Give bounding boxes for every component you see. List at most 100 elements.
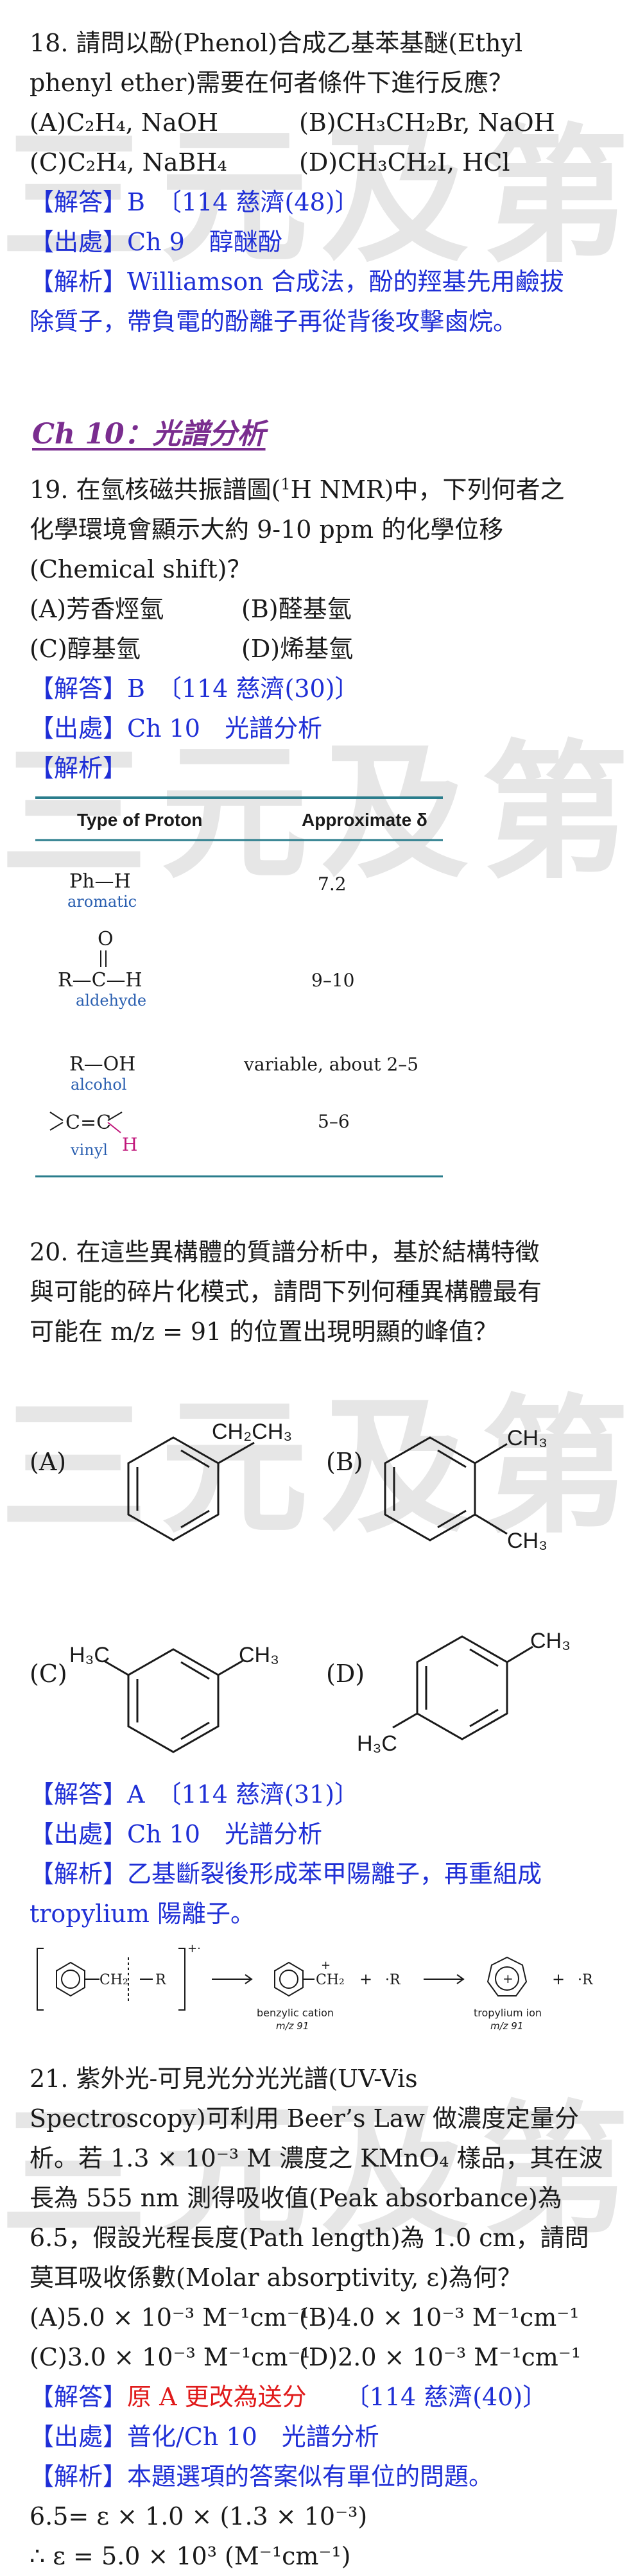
option-c: (C)醇基氫 xyxy=(30,635,141,663)
vinyl-bond xyxy=(49,1122,64,1131)
answer-change-note: 原 A 更改為送分 xyxy=(127,2383,307,2411)
o-xylene-structure xyxy=(384,1436,508,1541)
question-18: 18. 請問以酚(Phenol)合成乙基苯基醚(Ethyl phenyl eth… xyxy=(30,23,607,341)
r-group: R xyxy=(155,1972,167,1988)
vinyl-bond xyxy=(107,1112,123,1121)
option-d: (D)烯基氫 xyxy=(241,635,354,663)
row-value: 5–6 xyxy=(318,1111,350,1132)
option-b: (B)4.0 × 10⁻³ M⁻¹cm⁻¹ xyxy=(299,2303,580,2331)
options-row: (C)C₂H₄, NaBH₄(D)CH₃CH₂I, HCl xyxy=(30,142,607,182)
option-a-label: (A) xyxy=(30,1448,67,1476)
vinyl-bond xyxy=(107,1122,121,1133)
options-row: (A)5.0 × 10⁻³ M⁻¹cm⁻¹(B)4.0 × 10⁻³ M⁻¹cm… xyxy=(30,2297,607,2337)
explanation: 【解析】Williamson 合成法，酚的羥基先用鹼拔 xyxy=(30,268,564,296)
isomer-structures: CH₂CH₃ CH₃ CH₃ H₃C CH₃ CH₃ H₃C xyxy=(69,1420,571,1756)
row-name: aldehyde xyxy=(76,992,146,1009)
option-d-label: (D) xyxy=(326,1660,365,1688)
methyl-substituent: CH₃ xyxy=(530,1629,571,1653)
watermark: 三元及第 xyxy=(0,2088,629,2260)
p-xylene-structure xyxy=(392,1635,533,1740)
option-c-label: (C) xyxy=(30,1660,67,1688)
option-b: (B)醛基氫 xyxy=(241,595,352,623)
methyl-substituent: H₃C xyxy=(357,1731,397,1756)
radical-r: ·R xyxy=(385,1972,401,1988)
plus-sign: + xyxy=(552,1970,565,1988)
source: 【出處】普化/Ch 10 光譜分析 xyxy=(30,2423,379,2451)
answer: 【解答】B 〔114 慈濟(48)〕 xyxy=(30,188,359,216)
methyl-substituent: CH₃ xyxy=(507,1426,547,1450)
row-value: 7.2 xyxy=(318,873,347,895)
nmr-shift-table: Type of Proton Approximate δ Ph—H aromat… xyxy=(35,796,443,1178)
question-text: (Chemical shift)？ xyxy=(30,555,252,583)
row-formula: R—C—H xyxy=(58,969,142,992)
row-formula: Ph—H xyxy=(69,870,131,893)
question-text: 長為 555 nm 測得吸收值(Peak absorbance)為 xyxy=(30,2184,562,2212)
question-text: 可能在 m/z = 91 的位置出現明顯的峰值？ xyxy=(30,1318,498,1346)
question-text: 20. 在這些異構體的質譜分析中，基於結構特徵 xyxy=(30,1238,540,1266)
row-formula: C=C xyxy=(65,1112,111,1134)
row-value: 9–10 xyxy=(311,970,354,991)
vinyl-hydrogen: H xyxy=(122,1134,137,1155)
question-text: 析。若 1.3 × 10⁻³ M 濃度之 KMnO₄ 樣品，其在波 xyxy=(30,2144,603,2172)
options-row: (C)醇基氫 (D)烯基氫 xyxy=(30,629,607,669)
option-c: (C)3.0 × 10⁻³ M⁻¹cm⁻¹ xyxy=(30,2343,311,2371)
ethyl-substituent: CH₂CH₃ xyxy=(212,1420,292,1444)
chapter-heading: Ch 10：光譜分析 xyxy=(32,418,266,451)
option-b-label: (B) xyxy=(326,1448,363,1476)
radical-cation-sign: +· xyxy=(187,1942,201,1955)
row-name: vinyl xyxy=(70,1141,108,1159)
explanation: 【解析】本題選項的答案似有單位的問題。 xyxy=(30,2462,494,2491)
option-d: (D)2.0 × 10⁻³ M⁻¹cm⁻¹ xyxy=(299,2343,582,2371)
answer: 【解答】A 〔114 慈濟(31)〕 xyxy=(30,1780,359,1808)
question-text: 18. 請問以酚(Phenol)合成乙基苯基醚(Ethyl xyxy=(30,29,523,57)
row-value: variable, about 2–5 xyxy=(243,1054,418,1075)
m-xylene-structure xyxy=(103,1648,243,1753)
watermark: 三元及第 xyxy=(0,112,629,283)
source: 【出處】Ch 9 醇醚酚 xyxy=(30,228,282,256)
table-header-delta: Approximate δ xyxy=(302,810,427,830)
question-text: 化學環境會顯示大約 9-10 ppm 的化學位移 xyxy=(30,515,504,544)
tropylium-mz: m/z 91 xyxy=(490,2020,523,2032)
question-20: 20. 在這些異構體的質譜分析中，基於結構特徵 與可能的碎片化模式，請問下列何種… xyxy=(30,1232,607,1352)
source: 【出處】Ch 10 光譜分析 xyxy=(30,1820,322,1848)
answer: 【解答】B 〔114 慈濟(30)〕 xyxy=(30,674,359,703)
methyl-substituent: CH₃ xyxy=(239,1643,279,1667)
plus-sign: + xyxy=(359,1970,372,1988)
watermark: 三元及第 xyxy=(0,728,629,899)
benzylic-mz: m/z 91 xyxy=(276,2020,309,2032)
options-row: (C)3.0 × 10⁻³ M⁻¹cm⁻¹(D)2.0 × 10⁻³ M⁻¹cm… xyxy=(30,2337,607,2377)
benzylic-label: benzylic cation xyxy=(257,2007,334,2019)
carbonyl-oxygen: O xyxy=(98,928,114,950)
ethylbenzene-structure xyxy=(127,1436,255,1541)
question-text: 莫耳吸收係數(Molar absorptivity, ε)為何？ xyxy=(30,2263,522,2292)
option-a: (A)C₂H₄, NaOH xyxy=(30,108,219,137)
watermark: 三元及第 xyxy=(0,1382,629,1554)
ch2-group: CH₂ xyxy=(316,1972,345,1988)
question-19: 19. 在氫核磁共振譜圖(1H NMR)中，下列何者之 化學環境會顯示大約 9-… xyxy=(30,470,607,788)
radical-r: ·R xyxy=(578,1972,594,1988)
methyl-substituent: H₃C xyxy=(69,1643,110,1667)
option-a: (A)5.0 × 10⁻³ M⁻¹cm⁻¹ xyxy=(30,2303,310,2331)
options-row: (A)芳香烴氫(B)醛基氫 xyxy=(30,589,607,629)
explanation: 【解析】乙基斷裂後形成苯甲陽離子，再重組成 xyxy=(30,1860,542,1888)
row-name: aromatic xyxy=(67,893,137,911)
calculation-line: 6.5= ε × 1.0 × (1.3 × 10⁻³) xyxy=(30,2502,368,2530)
option-b: (B)CH₃CH₂Br, NaOH xyxy=(299,108,555,137)
vinyl-bond xyxy=(49,1112,64,1121)
explanation: tropylium 陽離子。 xyxy=(30,1900,255,1928)
ch2-group: CH₂ xyxy=(99,1972,128,1988)
question-text: 6.5，假設光程長度(Path length)為 1.0 cm，請問 xyxy=(30,2224,589,2252)
fragmentation-scheme: CH₂ R +· CH₂ + + ·R + + ·R benzylic cati… xyxy=(37,1942,594,2032)
row-formula: R—OH xyxy=(69,1053,135,1076)
tropylium-label: tropylium ion xyxy=(474,2007,542,2019)
question-text: 與可能的碎片化模式，請問下列何種異構體最有 xyxy=(30,1278,542,1306)
question-20-answer: 【解答】A 〔114 慈濟(31)〕 【出處】Ch 10 光譜分析 【解析】乙基… xyxy=(30,1774,607,1934)
question-text: 21. 紫外光-可見光分光光譜(UV-Vis xyxy=(30,2065,418,2093)
explanation: 除質子，帶負電的酚離子再從背後攻擊鹵烷。 xyxy=(30,307,518,336)
question-21: 21. 紫外光-可見光分光光譜(UV-Vis Spectroscopy)可利用 … xyxy=(30,2059,607,2576)
row-name: alcohol xyxy=(71,1076,126,1094)
calculation-line: ∴ ε = 5.0 × 10³ (M⁻¹cm⁻¹) xyxy=(30,2542,351,2570)
answer: 【解答】原 A 更改為送分〔114 慈濟(40)〕 xyxy=(30,2383,547,2411)
question-text: 19. 在氫核磁共振譜圖(1H NMR)中，下列何者之 xyxy=(30,475,565,504)
question-text: phenyl ether)需要在何者條件下進行反應？ xyxy=(30,69,513,97)
